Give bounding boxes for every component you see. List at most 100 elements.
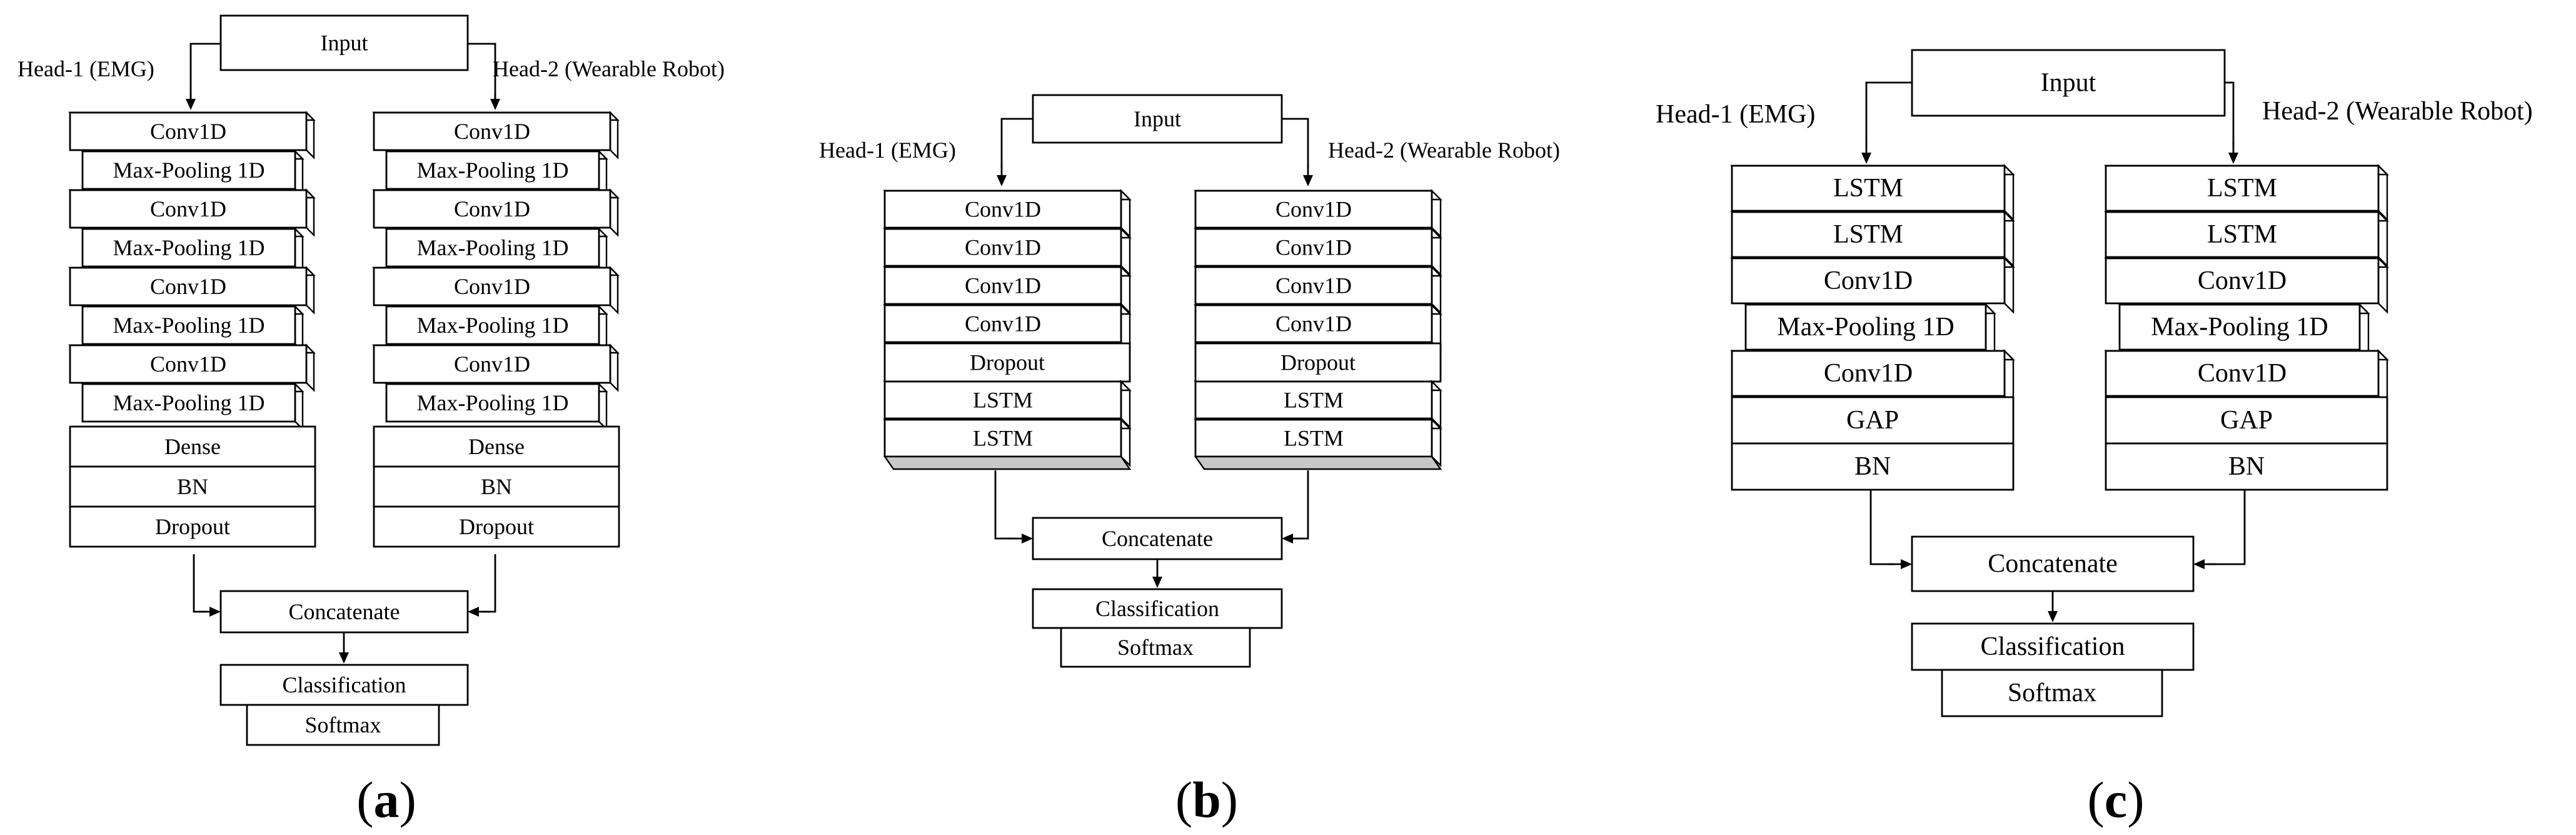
panel-a-head1-layer-3-label: Max-Pooling 1D bbox=[113, 235, 265, 260]
panel-c-arrow-concat-right bbox=[2193, 559, 2216, 569]
panel-a-input-box-label: Input bbox=[321, 31, 368, 56]
panel-b-head1-layer-3-label: Conv1D bbox=[965, 311, 1041, 337]
panel-c-concatenate-box: Concatenate bbox=[1911, 535, 2195, 592]
panel-b-connector-head1 bbox=[1000, 118, 1033, 169]
panel-a-head1-layer-6-label: Conv1D bbox=[150, 352, 226, 377]
panel-c-head1-layer-2: Conv1D bbox=[1730, 256, 2015, 314]
panel-b-head2-layer-0-label: Conv1D bbox=[1275, 197, 1352, 222]
panel-b-concatenate-box: Concatenate bbox=[1032, 517, 1283, 560]
panel-a-head1-layer-8: Dense bbox=[69, 425, 316, 468]
panel-a-head2-layer-2-label: Conv1D bbox=[454, 196, 530, 221]
panel-c-head1-layer-1-label: LSTM bbox=[1833, 220, 1903, 249]
panel-a-head1-layer-3: Max-Pooling 1D bbox=[81, 227, 304, 276]
panel-c-arrow-concat-to-class bbox=[2048, 591, 2058, 622]
panel-b-head1-layer-5: LSTM bbox=[883, 380, 1132, 429]
panel-a-head2-layer-8-label: Dense bbox=[468, 434, 525, 459]
panel-c-connector-head2 bbox=[2225, 81, 2235, 147]
panel-b-head1-layer-0-label: Conv1D bbox=[965, 197, 1041, 222]
panel-c-classification-box-label: Classification bbox=[1981, 632, 2125, 661]
panel-a-head1-layer-2: Conv1D bbox=[68, 188, 316, 237]
panel-a-arrow-concat-right bbox=[468, 607, 489, 617]
panel-c-head1-layer-2-label: Conv1D bbox=[1824, 266, 1913, 295]
panel-b-head2-layer-3: Conv1D bbox=[1194, 303, 1442, 353]
panel-b-softmax-box: Softmax bbox=[1060, 627, 1251, 668]
panel-c-head2-layer-1-label: LSTM bbox=[2207, 220, 2277, 249]
panel-a-head2-layer-3: Max-Pooling 1D bbox=[385, 227, 608, 276]
panel-a-head2-layer-9: BN bbox=[373, 465, 620, 508]
panel-a-concatenate-box: Concatenate bbox=[219, 590, 469, 634]
panel-a-head1-layer-6: Conv1D bbox=[68, 343, 316, 392]
panel-b-input-box-label: Input bbox=[1134, 106, 1181, 131]
panel-c-head2-layer-6-label: BN bbox=[2228, 452, 2265, 481]
panel-a-arrow-head2 bbox=[490, 94, 500, 110]
panel-b-arrow-head2 bbox=[1303, 164, 1313, 186]
panel-a-head1-layer-7-label: Max-Pooling 1D bbox=[113, 390, 265, 415]
panel-b-head1-layer-6: LSTM bbox=[883, 418, 1132, 467]
panel-a-head1-layer-5: Max-Pooling 1D bbox=[81, 305, 304, 353]
panel-c-head2-layer-3-label: Max-Pooling 1D bbox=[2151, 313, 2328, 342]
panel-a-arrow-concat-to-class bbox=[339, 632, 349, 664]
panel-a-head2-layer-7-label: Max-Pooling 1D bbox=[417, 390, 569, 415]
panel-a-head1-layer-4-label: Conv1D bbox=[150, 274, 226, 299]
panel-c-head1-label: Head-1 (EMG) bbox=[1656, 100, 1815, 129]
panel-a-head2-layer-5: Max-Pooling 1D bbox=[385, 305, 608, 353]
panel-b-head1-layer-0: Conv1D bbox=[883, 189, 1132, 238]
panel-c-classification-box: Classification bbox=[1911, 622, 2195, 671]
panel-a-classification-box-label: Classification bbox=[283, 672, 406, 697]
panel-c-connector-concat-right bbox=[2207, 489, 2246, 565]
panel-a-concatenate-box-label: Concatenate bbox=[289, 599, 400, 624]
panel-a-softmax-box: Softmax bbox=[246, 704, 440, 746]
panel-c-head2-layer-5: GAP bbox=[2105, 396, 2388, 445]
panel-b-arrow-concat-left bbox=[1008, 534, 1033, 544]
panel-a-head2-layer-10-label: Dropout bbox=[459, 514, 534, 539]
panel-b-arrow-concat-to-class bbox=[1152, 559, 1162, 588]
panel-a-head1-layer-8-label: Dense bbox=[164, 434, 221, 459]
panel-b-head2-layer-6-label: LSTM bbox=[1284, 426, 1344, 451]
panel-a-head2-label: Head-2 (Wearable Robot) bbox=[493, 56, 725, 81]
panel-b-arrow-concat-right bbox=[1282, 534, 1302, 544]
panel-b-head1-layer-4: Dropout bbox=[883, 342, 1131, 383]
panel-c-head1-layer-0-label: LSTM bbox=[1833, 174, 1903, 203]
panel-b-head1-base bbox=[883, 455, 1132, 470]
panel-a-head2-layer-9-label: BN bbox=[481, 474, 512, 499]
panel-b-head1-layer-6-label: LSTM bbox=[973, 426, 1033, 451]
panel-b-head2-layer-3-label: Conv1D bbox=[1275, 311, 1352, 337]
panel-a-head1-layer-9: BN bbox=[69, 465, 316, 508]
panel-b-head2-layer-4-label: Dropout bbox=[1280, 350, 1356, 375]
panel-b-classification-box: Classification bbox=[1032, 588, 1283, 629]
panel-a-head1-label: Head-1 (EMG) bbox=[18, 56, 154, 81]
panel-a-caption-letter: a bbox=[374, 771, 400, 828]
panel-c-head1-layer-6: BN bbox=[1731, 442, 2015, 491]
panel-c-concatenate-box-label: Concatenate bbox=[1988, 550, 2118, 579]
panel-a-head1-layer-9-label: BN bbox=[177, 474, 208, 499]
panel-a-arrow-head1 bbox=[186, 94, 196, 110]
panel-a-head1-layer-2-label: Conv1D bbox=[150, 196, 226, 221]
panel-a-head2-layer-4-label: Conv1D bbox=[454, 274, 530, 299]
panel-c-head2-layer-0: LSTM bbox=[2104, 164, 2389, 221]
panel-c-input-box-label: Input bbox=[2041, 69, 2096, 98]
panel-b-concatenate-box-label: Concatenate bbox=[1102, 526, 1213, 551]
panel-b-connector-head2 bbox=[1282, 118, 1309, 169]
panel-c-head1-layer-3-label: Max-Pooling 1D bbox=[1777, 313, 1955, 342]
panel-b-head2-layer-1: Conv1D bbox=[1194, 227, 1442, 276]
panel-a-head2-layer-6: Conv1D bbox=[372, 343, 620, 392]
panel-a-head2-layer-4: Conv1D bbox=[372, 266, 620, 315]
panel-a-head1-layer-10-label: Dropout bbox=[155, 514, 230, 539]
panel-b-head2-layer-1-label: Conv1D bbox=[1275, 235, 1352, 260]
panel-a-input-box: Input bbox=[219, 14, 469, 71]
panel-c-head2-layer-2-label: Conv1D bbox=[2198, 266, 2287, 295]
panel-c-caption-letter: c bbox=[2105, 771, 2127, 828]
panel-b-head2-layer-2-label: Conv1D bbox=[1275, 273, 1352, 298]
panel-b-connector-concat-left bbox=[994, 470, 1013, 540]
panel-c-connector-concat-left bbox=[1869, 489, 1894, 565]
panel-a-arrow-concat-left bbox=[199, 607, 221, 617]
panel-b-caption-letter: b bbox=[1192, 771, 1221, 828]
panel-a-head1-layer-0-label: Conv1D bbox=[150, 119, 226, 144]
panel-a-connector-head1 bbox=[189, 43, 221, 100]
panel-b-head1-layer-1: Conv1D bbox=[883, 227, 1132, 276]
panel-b-head1-layer-2: Conv1D bbox=[883, 265, 1132, 315]
panel-a-classification-box: Classification bbox=[219, 664, 469, 706]
panel-a-head2-layer-2: Conv1D bbox=[372, 188, 620, 237]
panel-a-head2-layer-7: Max-Pooling 1D bbox=[385, 382, 608, 431]
